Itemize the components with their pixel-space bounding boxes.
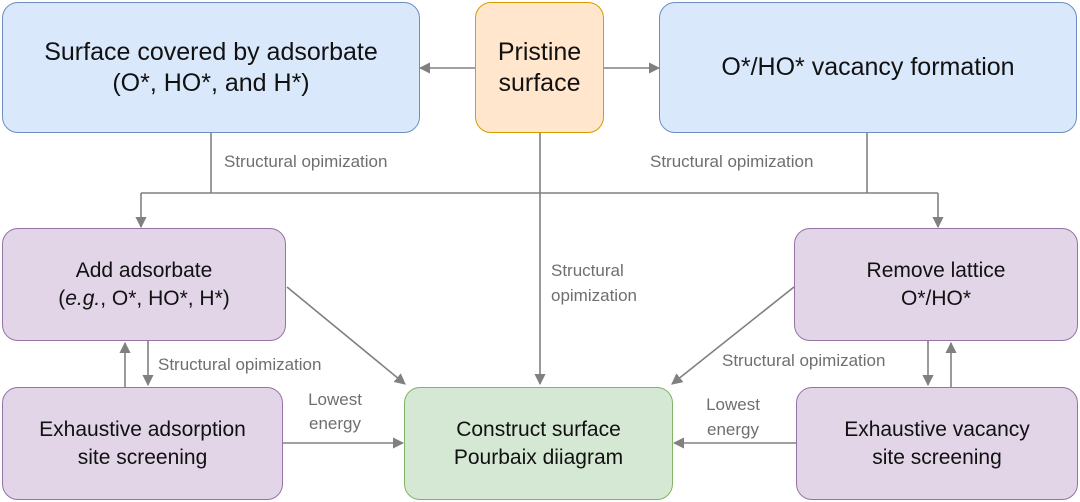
box-pristine-line1: Pristine: [497, 37, 582, 66]
box-add-adsorbate: Add adsorbate (e.g., O*, HO*, H*): [2, 228, 286, 341]
box-exhaustive-adsorption-line1: Exhaustive adsorption: [39, 417, 246, 441]
box-pristine: Pristine surface: [475, 2, 604, 133]
box-vacancy-formation: O*/HO* vacancy formation: [659, 2, 1077, 133]
box-add-adsorbate-line1: Add adsorbate: [75, 258, 213, 282]
eg-text: e.g.: [65, 286, 101, 310]
label-opt-center-1: Structural: [551, 261, 624, 280]
box-exhaustive-adsorption: Exhaustive adsorption site screening: [2, 387, 283, 500]
label-lowest-left-1: Lowest: [308, 390, 362, 409]
box-construct-line1: Construct surface: [456, 417, 621, 441]
box-construct-pourbaix: Construct surface Pourbaix diiagram: [404, 387, 673, 500]
label-lowest-right-1: Lowest: [706, 395, 760, 414]
box-exhaustive-vacancy-line1: Exhaustive vacancy: [844, 417, 1030, 441]
box-surface-covered: Surface covered by adsorbate (O*, HO*, a…: [2, 2, 420, 133]
box-surface-covered-line2: (O*, HO*, and H*): [112, 68, 310, 97]
label-opt-right: Structural opimization: [650, 152, 814, 171]
label-opt-lower-left: Structural opimization: [158, 355, 322, 374]
label-lowest-right-2: energy: [707, 420, 759, 439]
box-add-adsorbate-line2: (e.g., O*, HO*, H*): [58, 286, 230, 310]
label-opt-center-2: opimization: [551, 286, 637, 305]
box-exhaustive-vacancy-line2: site screening: [872, 445, 1002, 469]
box-remove-lattice-line1: Remove lattice: [866, 258, 1006, 282]
label-opt-left: Structural opimization: [224, 152, 388, 171]
box-remove-lattice: Remove lattice O*/HO*: [794, 228, 1078, 341]
box-surface-covered-line1: Surface covered by adsorbate: [44, 37, 378, 66]
add-adsorbate-list: , O*, HO*, H*): [100, 286, 230, 310]
box-exhaustive-vacancy: Exhaustive vacancy site screening: [796, 387, 1078, 500]
box-vacancy-formation-line1: O*/HO* vacancy formation: [721, 53, 1015, 81]
box-remove-lattice-line2: O*/HO*: [900, 286, 971, 310]
arrow-add-to-construct: [286, 286, 406, 385]
arrow-remove-to-construct: [671, 286, 795, 385]
label-opt-lower-right: Structural opimization: [722, 351, 886, 370]
label-lowest-left-2: energy: [309, 414, 361, 433]
box-construct-line2: Pourbaix diiagram: [453, 445, 624, 469]
box-exhaustive-adsorption-line2: site screening: [77, 445, 208, 469]
box-pristine-line2: surface: [498, 68, 581, 97]
